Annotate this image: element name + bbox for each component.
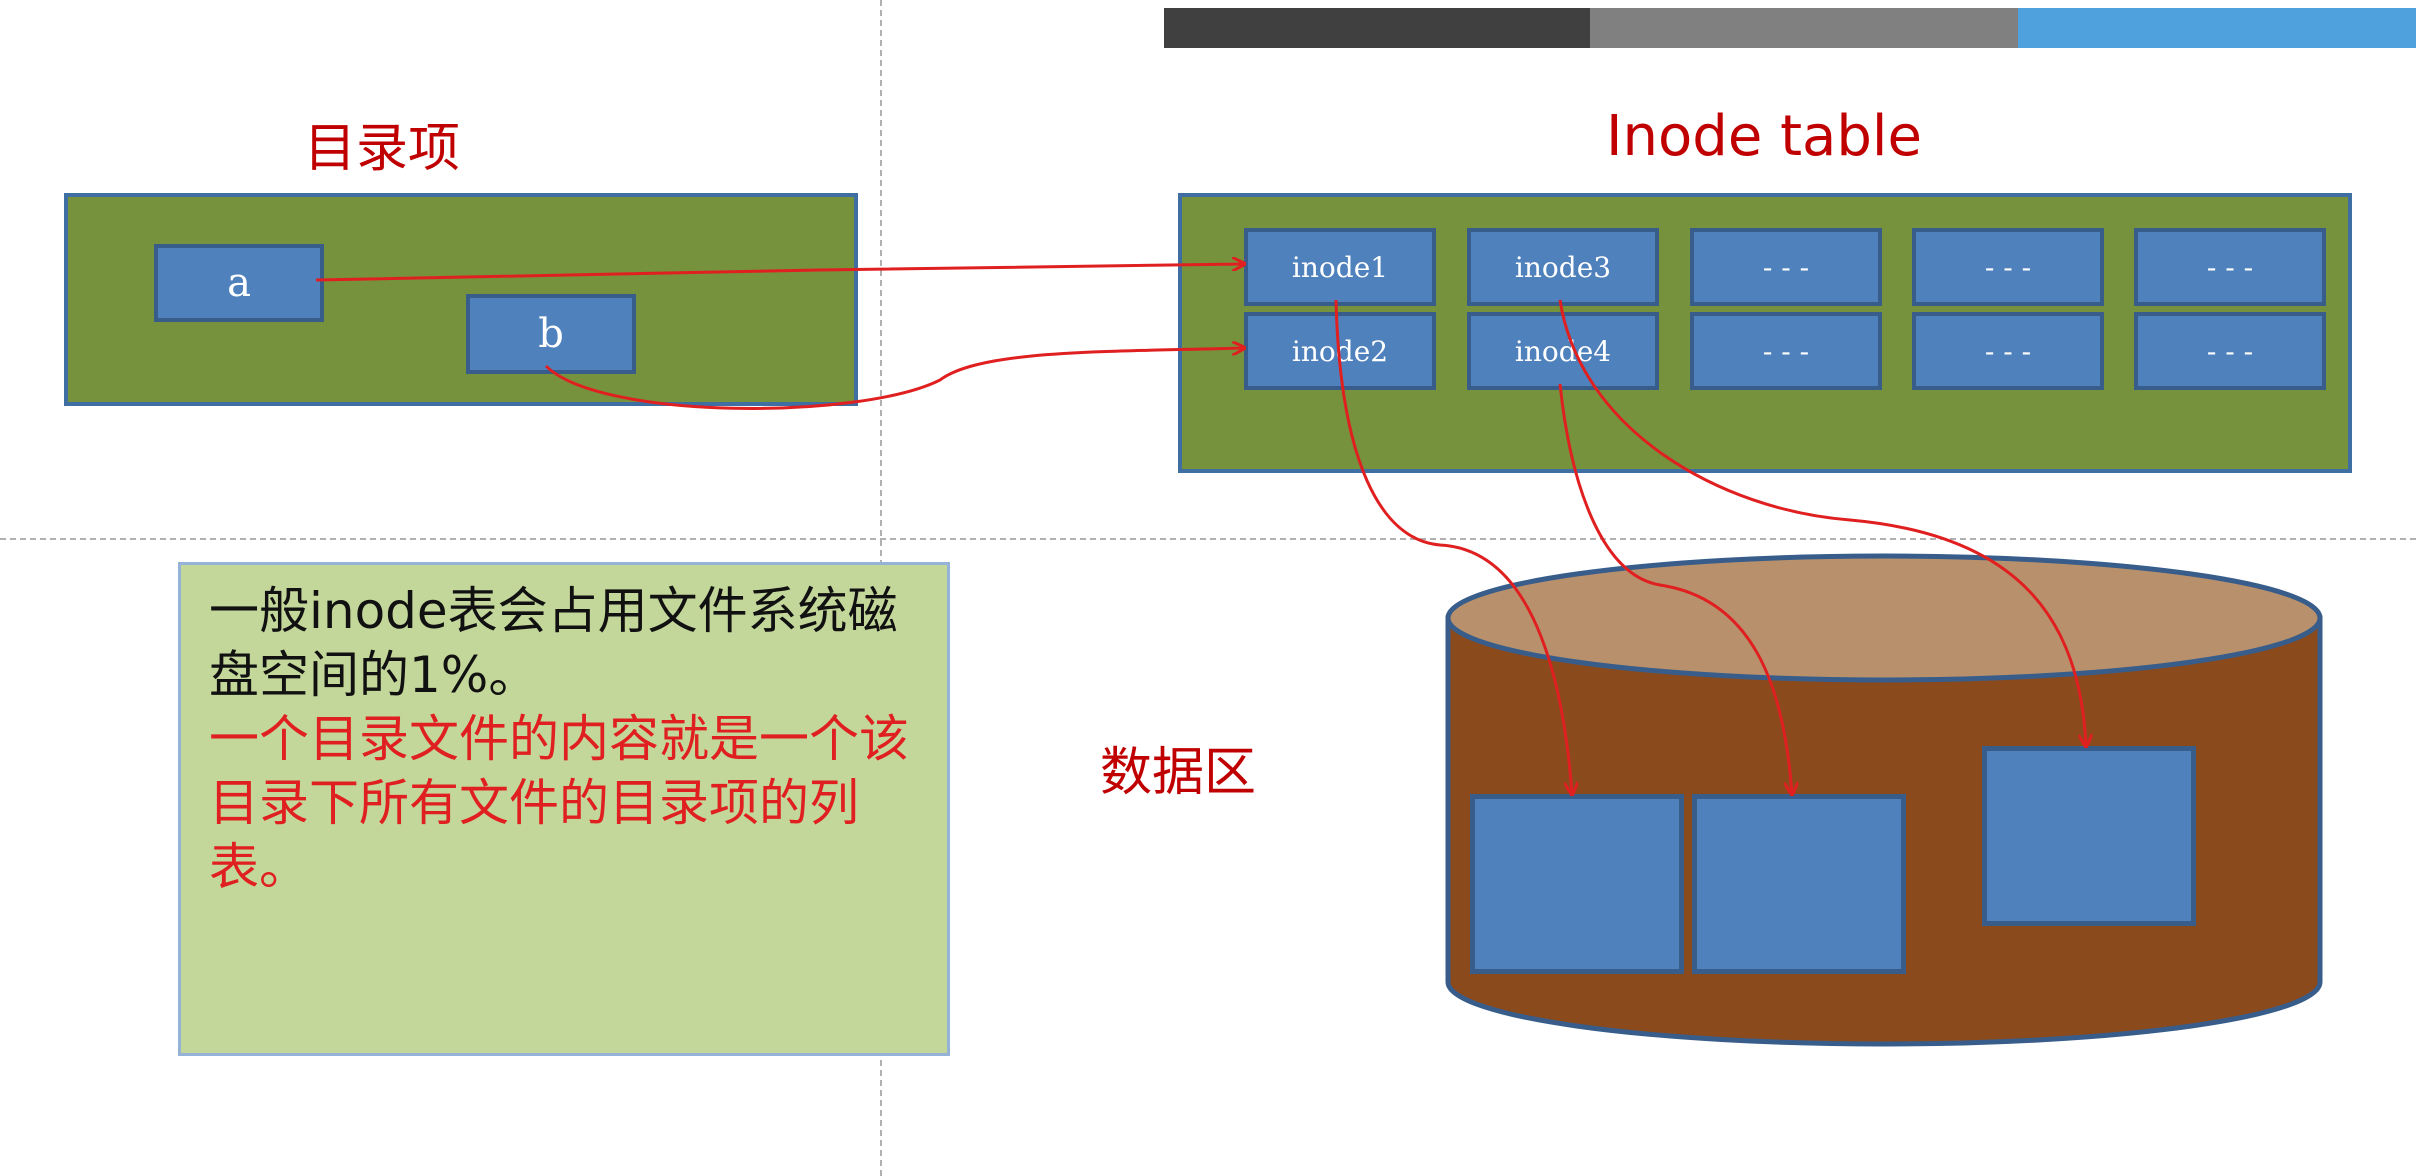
inode-cell-empty: - - - [1912,228,2104,306]
header-bar-dark [1164,8,1590,48]
header-bar-blue [2018,8,2416,48]
inode-cell-empty: - - - [2134,312,2326,390]
data-area-label: 数据区 [1100,743,1257,803]
inode-table-title: Inode table [1606,104,1922,169]
data-block-3 [1982,746,2196,926]
data-block-2 [1692,794,1906,974]
note-red-text: 一个目录文件的内容就是一个该目录下所有文件的目录项的列表。 [209,710,909,896]
data-block-1 [1470,794,1684,974]
header-bar-gray [1590,8,2018,48]
note-box: 一般inode表会占用文件系统磁盘空间的1%。 一个目录文件的内容就是一个该目录… [178,562,950,1056]
inode-cell-inode1: inode1 [1244,228,1436,306]
inode-cell-inode3: inode3 [1467,228,1659,306]
inode-cell-empty: - - - [2134,228,2326,306]
note-black-text: 一般inode表会占用文件系统磁盘空间的1%。 [209,582,898,704]
directory-entry-a: a [154,244,324,322]
guide-line-horizontal [0,538,2416,540]
directory-title: 目录项 [304,119,461,179]
data-area-cylinder-top [1445,553,2323,683]
